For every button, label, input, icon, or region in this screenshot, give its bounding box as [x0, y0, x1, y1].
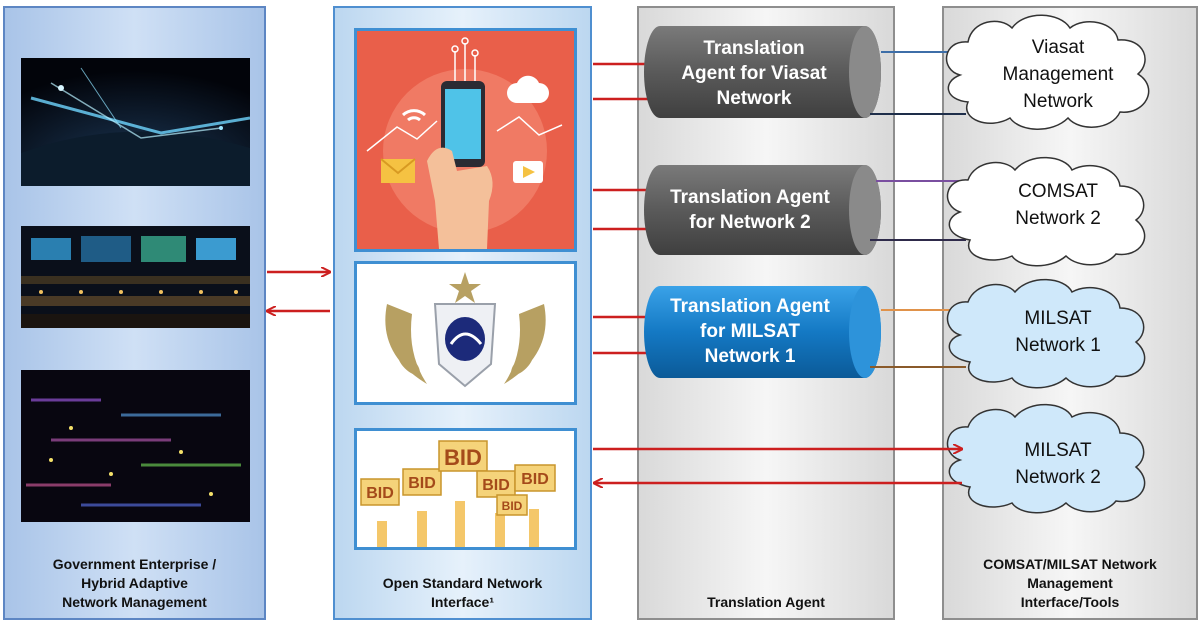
- control-room-icon: [21, 226, 250, 328]
- network-label-comsat2: COMSAT Network 2: [1015, 181, 1101, 229]
- agent-cylinder-milsat1: [644, 286, 881, 378]
- satellite-globe-photo: [21, 58, 250, 186]
- agent-label-milsat1: Translation Agent for MILSAT Network 1: [670, 296, 830, 367]
- open-standard-column: BID BID BID BID BID BID Open Standard Ne…: [333, 6, 592, 620]
- open-standard-label: Open Standard Network Interface¹: [382, 575, 543, 610]
- network-label-milsat2: MILSAT Network 2: [1015, 440, 1101, 488]
- control-room-photo: [21, 226, 250, 328]
- emblem-tile: [354, 261, 577, 405]
- cloud-viasat: [945, 14, 1150, 130]
- comsat-milsat-label: COMSAT/MILSAT Network Management Interfa…: [983, 556, 1157, 610]
- network-lights-icon: [21, 370, 250, 522]
- bid-sign-text-1: BID: [366, 485, 394, 502]
- gov-enterprise-column: Government Enterprise / Hybrid Adaptive …: [3, 6, 266, 620]
- satellite-globe-icon: [21, 58, 250, 186]
- cloud-comsat2: [946, 156, 1146, 267]
- agent-cylinder-viasat: [644, 26, 881, 118]
- bid-signs-icon: BID BID BID BID BID BID: [360, 440, 556, 547]
- bid-sign-text-5: BID: [521, 471, 549, 488]
- network-label-viasat: Viasat Management Network: [1002, 37, 1114, 112]
- agent-label-viasat: Translation Agent for Viasat Network: [681, 38, 827, 109]
- cloud-milsat2: [946, 403, 1146, 514]
- mobile-hand-icon: [366, 37, 563, 249]
- wings-emblem-icon: [385, 272, 546, 388]
- bid-sign-text-6: BID: [502, 499, 523, 513]
- bid-tile: BID BID BID BID BID BID: [354, 428, 577, 550]
- translation-agent-label: Translation Agent: [707, 594, 825, 610]
- network-label-milsat1: MILSAT Network 1: [1015, 308, 1101, 356]
- agent-label-network2: Translation Agent for Network 2: [670, 187, 830, 233]
- gov-enterprise-label: Government Enterprise / Hybrid Adaptive …: [52, 556, 217, 610]
- bid-sign-text-2: BID: [408, 475, 436, 492]
- bid-sign-text-3: BID: [444, 445, 482, 470]
- osn-agent-connectors: [593, 62, 654, 355]
- agent-cylinder-network2: [644, 165, 881, 255]
- cloud-milsat1: [946, 278, 1146, 389]
- bid-sign-text-4: BID: [482, 477, 510, 494]
- network-lights-photo: [21, 370, 250, 522]
- mobile-tile: [354, 28, 577, 252]
